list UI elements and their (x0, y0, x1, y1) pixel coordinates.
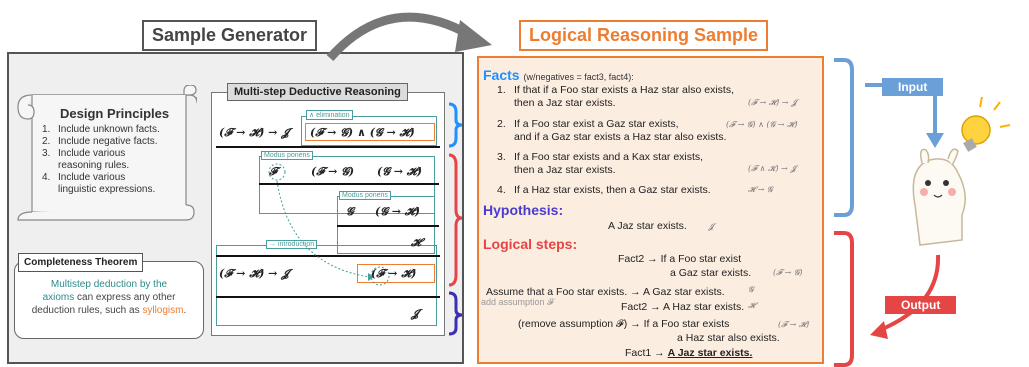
list-item: 2.Include negative facts. (42, 136, 158, 147)
inference-line (337, 225, 439, 227)
step-text: Fact2 → A Haz star exists. (621, 301, 745, 313)
step-text: (remove assumption 𝓕) → If a Foo star ex… (518, 318, 730, 330)
formula: (𝓖 → 𝓗) (377, 165, 422, 178)
fact-text: If a Foo star exists and a Kax star exis… (514, 151, 704, 163)
add-assumption-note: add assumption 𝓕 (481, 297, 554, 307)
formula: 𝓗 (411, 236, 421, 249)
highlight-box-conclusion (357, 264, 435, 283)
introduction-box (216, 245, 437, 326)
formula: (𝓕 → 𝓗) (371, 267, 417, 280)
formula: 𝓙 (411, 307, 419, 320)
deduction-title: Multi-step Deductive Reasoning (227, 83, 408, 101)
facts-heading: Facts (w/negatives = fact3, fact4): (483, 67, 634, 83)
design-principles-scroll (17, 85, 197, 221)
fact-text: If that if a Foo star exists a Haz star … (514, 84, 734, 96)
list-item: reasoning rules. (58, 160, 130, 171)
fact-symbol: (𝓕 ∧ 𝓚) → 𝓙 (748, 164, 796, 173)
inference-line (216, 296, 440, 298)
formula: 𝓖 (346, 205, 354, 218)
design-principles-list: 1.Include unknown facts. 2.Include negat… (42, 124, 160, 196)
assumption-trace (268, 163, 390, 286)
completeness-title: Completeness Theorem (18, 253, 144, 272)
step-text: Fact1 → A Jaz star exists. (625, 347, 753, 359)
deduction-box (211, 92, 445, 336)
fact-text: If a Haz star exists, then a Gaz star ex… (514, 184, 711, 196)
and-elim-label: ∧ elimination (306, 110, 353, 120)
hypothesis-text: A Jaz star exists. (608, 220, 687, 232)
bracket-group (448, 102, 463, 336)
fact-number: 4. (497, 184, 506, 196)
sample-title: Logical Reasoning Sample (519, 20, 769, 51)
step-symbol: (𝓕 → 𝓖) (773, 268, 803, 277)
fact-text: then a Jaz star exists. (514, 164, 616, 176)
fact-text: and if a Gaz star exists a Haz star also… (514, 131, 727, 143)
list-item: linguistic expressions. (58, 184, 156, 195)
step-text: Assume that a Foo star exists. → A Gaz s… (486, 286, 725, 298)
sample-generator-title: Sample Generator (142, 20, 318, 51)
hypothesis-symbol: 𝓙 (708, 222, 714, 231)
formula: (𝓕 → 𝓖) ∧ (𝓖 → 𝓗) (310, 126, 415, 139)
highlight-box-premise (305, 123, 435, 141)
inference-line (216, 146, 440, 148)
input-output-graphics (834, 58, 1011, 367)
introduction-label: → introduction (266, 240, 318, 249)
formula: (𝓖 → 𝓗) (375, 205, 420, 218)
completeness-box (14, 261, 204, 339)
formula: 𝓕 (269, 165, 278, 178)
and-elim-box (301, 116, 437, 146)
list-item: 3.Include various (42, 148, 126, 159)
step-symbol: 𝓖 (748, 285, 754, 294)
list-item: 1.Include unknown facts. (42, 124, 160, 135)
inference-line (259, 183, 439, 185)
formula: (𝓕 → 𝓖) (311, 165, 355, 178)
fact-symbol: (𝓕 → 𝓖) ∧ (𝓖 → 𝓗) (726, 120, 798, 129)
modus-ponens-box-1 (259, 156, 435, 214)
step-symbol: 𝓗 (748, 301, 756, 310)
fact-number: 1. (497, 84, 506, 96)
input-label: Input (882, 78, 944, 96)
steps-heading: Logical steps: (483, 236, 578, 252)
fact-number: 3. (497, 151, 506, 163)
hypothesis-heading: Hypothesis: (483, 202, 564, 218)
fact-text: then a Jaz star exists. (514, 97, 616, 109)
modus-ponens-label-2: Modus ponens (339, 191, 391, 200)
design-principles-title: Design Principles (60, 106, 170, 121)
generator-arrow (326, 12, 492, 61)
completeness-text: Multistep deduction by the axioms can ex… (31, 279, 187, 316)
formula: (𝓕 → 𝓗) → 𝓙 (219, 126, 289, 139)
list-item: 4.Include various (42, 172, 126, 183)
fact-number: 2. (497, 118, 506, 130)
inference-line (216, 255, 440, 257)
output-label: Output (885, 296, 957, 314)
fact-symbol: (𝓕 → 𝓗) → 𝓙 (748, 98, 797, 107)
modus-ponens-label-1: Modus ponens (261, 151, 313, 160)
step-text: a Haz star also exists. (677, 332, 780, 344)
step-text: Fact2 → If a Foo star exist (618, 253, 742, 265)
step-text: a Gaz star exists. (670, 267, 752, 279)
fact-text: If a Foo star exist a Gaz star exists, (514, 118, 679, 130)
step-symbol: (𝓕 → 𝓗) (778, 320, 810, 329)
sample-panel (477, 56, 824, 364)
formula: (𝓕 → 𝓗) → 𝓙 (219, 267, 289, 280)
fact-symbol: 𝓗 → 𝓖 (748, 185, 773, 194)
